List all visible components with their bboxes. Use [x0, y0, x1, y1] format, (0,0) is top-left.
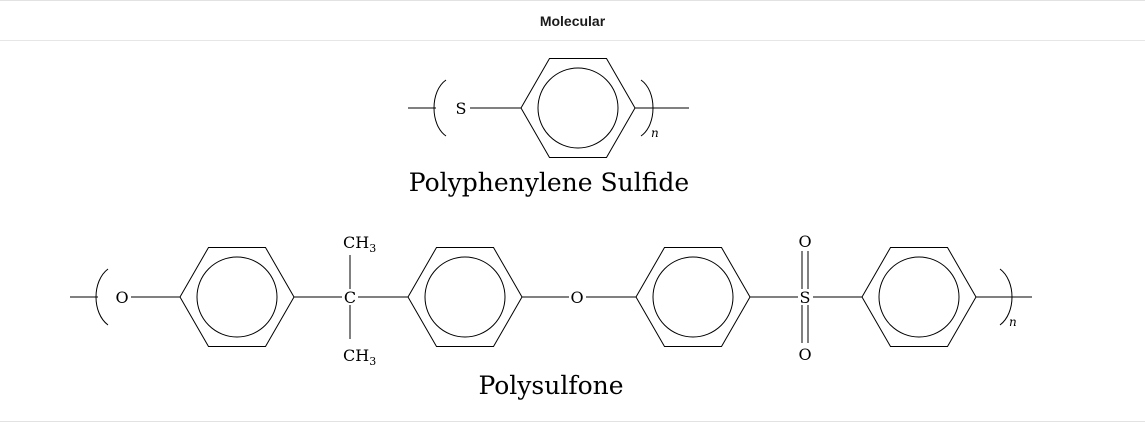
psu-benzene-ring-1-inner: [196, 256, 278, 338]
pps-caption: Polyphenylene Sulfide: [409, 168, 689, 197]
psu-methyl-top-label: CH3: [343, 233, 376, 255]
pps-benzene-inner-circle: [537, 67, 619, 149]
molecular-structures-diagram: S n Polyphenylene Sulfide O C CH3 CH3 O …: [70, 58, 1032, 400]
pps-structure: [408, 58, 689, 158]
psu-methyl-top-subscript: 3: [369, 242, 376, 255]
pps-sulfur-atom: S: [456, 99, 467, 118]
pps-repeat-subscript: n: [651, 126, 659, 140]
panel-header: Molecular: [0, 1, 1145, 41]
psu-methyl-bottom-text: CH: [343, 346, 369, 365]
psu-oxygen-start-atom: O: [115, 288, 128, 307]
psu-methyl-bottom-subscript: 3: [369, 355, 376, 368]
psu-carbon-atom: C: [344, 288, 356, 307]
psu-sulfur-atom: S: [800, 288, 811, 307]
psu-left-paren: [95, 268, 109, 326]
psu-methyl-bottom-label: CH3: [343, 346, 376, 368]
psu-benzene-ring-2-inner: [424, 256, 506, 338]
psu-oxygen-ether-atom: O: [570, 288, 583, 307]
psu-sulfonyl-oxygen-bottom: O: [798, 345, 811, 364]
psu-sulfonyl-oxygen-top: O: [798, 232, 811, 251]
panel-title: Molecular: [539, 12, 606, 29]
psu-methyl-top-text: CH: [343, 233, 369, 252]
psu-benzene-ring-4-inner: [878, 256, 960, 338]
psu-caption: Polysulfone: [478, 371, 623, 400]
psu-structure: [70, 247, 1032, 347]
pps-left-paren: [433, 79, 447, 137]
psu-benzene-ring-3-inner: [652, 256, 734, 338]
psu-repeat-subscript: n: [1009, 315, 1017, 329]
